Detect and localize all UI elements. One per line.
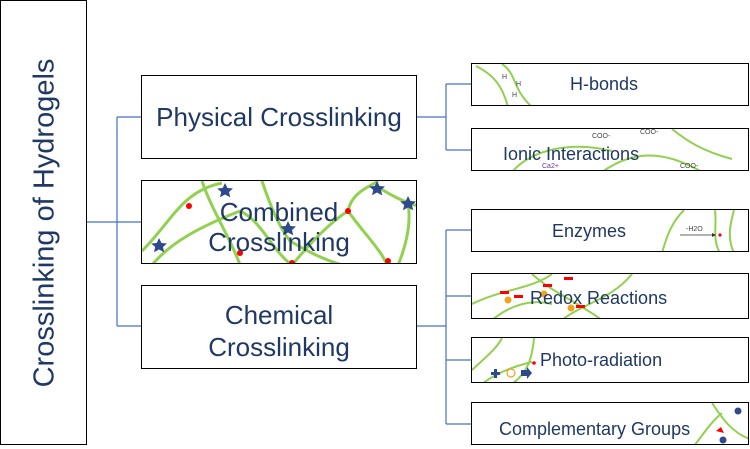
h-atom-label: H	[516, 81, 522, 88]
covalent-dot	[532, 361, 536, 365]
diagram-title: Crosslinking of Hydrogels	[28, 58, 61, 388]
minus-sign	[500, 291, 509, 294]
complementary-box: Complementary Groups	[471, 402, 749, 445]
photo-illustration	[472, 338, 536, 382]
title-box: Crosslinking of Hydrogels	[0, 0, 87, 445]
polymer-chain	[200, 181, 241, 263]
polymer-chain	[472, 338, 503, 371]
ionic-illustration	[512, 129, 733, 170]
carboxylate-label: COO-	[680, 163, 699, 170]
covalent-dot	[385, 258, 391, 263]
photo-label: Photo-radiation	[540, 350, 663, 370]
chemical-crosslinking-label: Chemical Crosslinking	[142, 299, 416, 363]
polymer-chain	[501, 64, 532, 105]
polymer-chain	[151, 209, 241, 263]
physical-crosslinking-label: Physical Crosslinking	[156, 102, 402, 132]
ionic-box: COO- COO- COO- Ca2+ Ionic Interactions	[471, 128, 749, 171]
combined-line-1: Combined	[219, 197, 339, 227]
star-crosslink	[369, 181, 385, 196]
covalent-dot	[345, 208, 351, 214]
complementary-label: Complementary Groups	[499, 419, 691, 439]
polymer-chain	[671, 129, 733, 160]
photo-box: Photo-radiation	[471, 337, 749, 383]
star-crosslink	[400, 196, 416, 211]
hbonds-box: H H H H-bonds	[471, 63, 749, 106]
minus-sign	[543, 284, 552, 287]
covalent-dot	[718, 233, 722, 237]
polymer-chain	[260, 181, 292, 242]
enzymes-box: -H2O Enzymes	[471, 209, 749, 252]
chemical-line-1: Chemical	[224, 300, 334, 330]
h-atom-label: H	[512, 92, 518, 99]
radical-dot	[567, 304, 575, 312]
arrow-right-icon	[521, 367, 532, 379]
enzymes-illustration	[661, 210, 735, 251]
ionic-label: Ionic Interactions	[503, 144, 640, 164]
polymer-chain	[239, 209, 292, 263]
polymer-chain	[493, 301, 553, 318]
polymer-chain	[475, 65, 509, 105]
covalent-dot	[237, 250, 243, 256]
h-atom-label: H	[502, 74, 508, 81]
group-a-dot	[734, 407, 742, 415]
carboxylate-label: COO-	[592, 133, 611, 140]
redox-label: Redox Reactions	[530, 288, 668, 308]
polymer-chain	[661, 210, 685, 251]
combined-line-2: Crosslinking	[208, 227, 350, 257]
minus-sign	[576, 305, 585, 308]
chemical-crosslinking-box: Chemical Crosslinking	[141, 285, 417, 369]
reaction-arrowhead	[712, 233, 716, 237]
polymer-chain	[711, 403, 748, 440]
radical-dot	[504, 296, 512, 304]
enzymes-label: Enzymes	[552, 221, 627, 241]
complementary-illustration	[694, 403, 748, 444]
polymer-chain	[694, 412, 723, 444]
polymer-chain	[346, 181, 379, 212]
redox-illustration	[472, 274, 633, 318]
polymer-chain	[482, 361, 533, 382]
group-b-triangle	[716, 427, 724, 433]
physical-crosslinking-box: Physical Crosslinking	[141, 75, 417, 159]
star-crosslink	[151, 238, 167, 253]
star-crosslink	[217, 183, 233, 198]
polymer-chain	[728, 210, 735, 251]
polymer-chain	[563, 274, 633, 318]
polymer-chain	[603, 154, 701, 170]
hbonds-label: H-bonds	[570, 74, 639, 94]
chemical-line-2: Crosslinking	[208, 332, 350, 362]
polymer-chain	[289, 239, 341, 263]
calcium-ion-label: Ca2+	[542, 163, 559, 170]
plus-sign	[491, 369, 500, 378]
redox-box: Redox Reactions	[471, 273, 749, 319]
combined-network-illustration	[142, 181, 416, 263]
water-loss-label: -H2O	[686, 226, 703, 233]
combined-crosslinking-box: Combined Crosslinking	[141, 180, 417, 264]
minus-sign	[514, 295, 523, 298]
polymer-chain	[512, 145, 613, 170]
combined-crosslinking-label: Combined Crosslinking	[142, 197, 416, 257]
polymer-chain	[397, 202, 411, 263]
covalent-dot	[289, 260, 295, 263]
radical-dot	[540, 290, 548, 298]
carboxylate-label: COO-	[640, 129, 659, 136]
minus-sign	[564, 277, 573, 280]
polymer-chain	[512, 338, 535, 382]
star-crosslink	[280, 221, 296, 236]
polymer-chain	[472, 274, 553, 305]
covalent-dot	[186, 203, 192, 209]
polymer-chain	[142, 181, 223, 253]
polymer-chain	[714, 210, 721, 251]
polymer-chain	[531, 274, 601, 318]
polymer-chain	[291, 209, 349, 263]
light-bulb-icon	[506, 368, 516, 378]
hbonds-illustration	[475, 64, 532, 105]
group-a-dot	[719, 436, 727, 444]
